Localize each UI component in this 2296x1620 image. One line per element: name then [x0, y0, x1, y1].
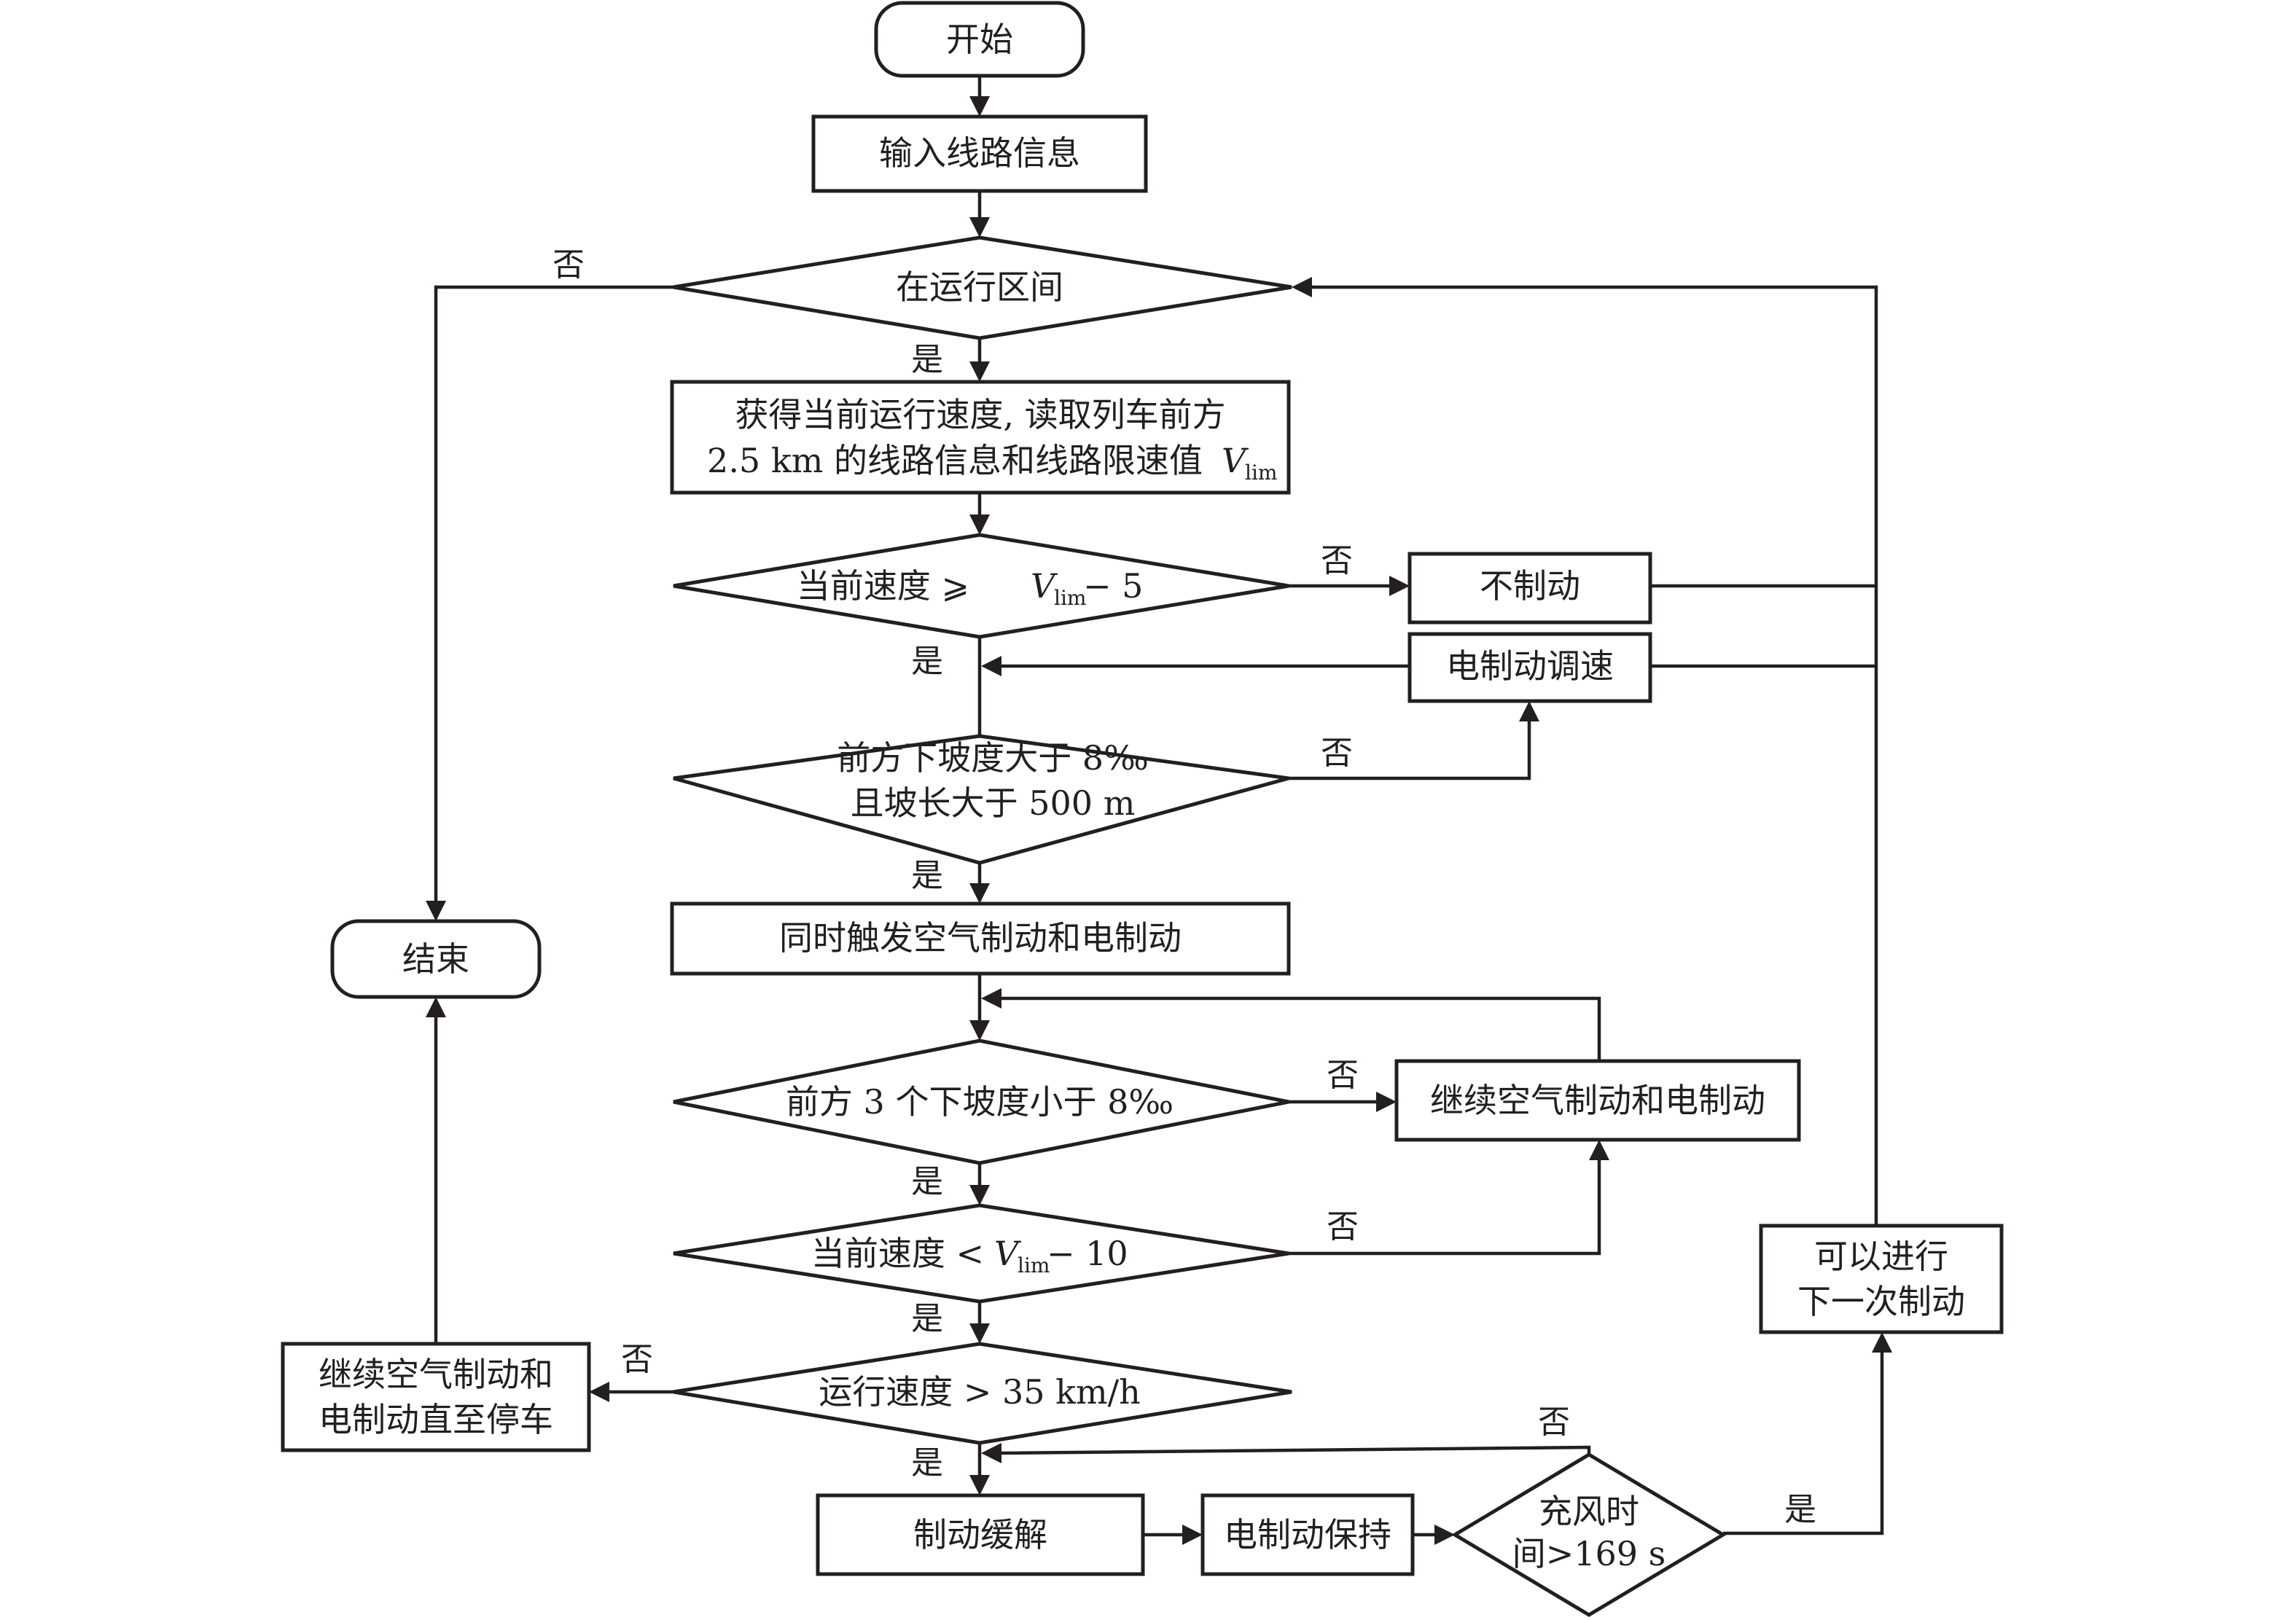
vlim-symbol: V — [1222, 441, 1249, 480]
arrowhead — [426, 997, 446, 1017]
speed-gt35-label: 运行速度 > 35 km/h — [819, 1372, 1141, 1412]
arrowhead — [1872, 1332, 1892, 1353]
arrowhead — [1434, 1525, 1455, 1545]
arrowhead — [969, 217, 990, 238]
charge-time-line2: 间>169 s — [1512, 1534, 1666, 1573]
speed-gt35-decision: 运行速度 > 35 km/h — [673, 1342, 1292, 1445]
slope-decision: 前方下坡度大于 8‰ 且坡长大于 500 m — [673, 734, 1289, 865]
edge-charge-yes — [1723, 1351, 1884, 1535]
edge-charge-no — [999, 1445, 1591, 1455]
next-brake-line1: 可以进行 — [1814, 1237, 1948, 1276]
electric-regulate-node: 电制动调速 — [1407, 632, 1652, 703]
charge-time-decision: 充风时 间>169 s — [1451, 1452, 1727, 1617]
speed-check-prefix: 当前速度 ⩾ — [797, 566, 969, 606]
edge-label-no: 否 — [552, 246, 585, 283]
edge-label-yes: 是 — [911, 643, 943, 680]
continue-until-stop-line2: 电制动直至停车 — [319, 1400, 553, 1439]
continue-air-electric-node: 继续空气制动和电制动 — [1394, 1059, 1801, 1142]
slope-line1: 前方下坡度大于 8‰ — [837, 738, 1149, 778]
in-section-decision: 在运行区间 — [673, 235, 1292, 340]
charge-time-line1: 充风时 — [1539, 1492, 1639, 1531]
trigger-both-label: 同时触发空气制动和电制动 — [779, 918, 1182, 958]
edge-label-yes: 是 — [911, 857, 943, 894]
arrowhead — [969, 1185, 990, 1205]
start-node: 开始 — [874, 1, 1085, 78]
arrowhead — [969, 361, 990, 382]
speed-lt-decision: 当前速度 < V lim − 10 — [673, 1203, 1289, 1304]
arrowhead — [1376, 1092, 1397, 1112]
arrowhead — [969, 514, 990, 535]
end-node: 结束 — [330, 919, 542, 999]
brake-release-node: 制动缓解 — [816, 1493, 1145, 1576]
edge-label-no: 否 — [1321, 542, 1353, 579]
input-route-node: 输入线路信息 — [811, 114, 1148, 193]
edge-continue-loopback — [1000, 996, 1601, 1061]
next3-slope-label: 前方 3 个下坡度小于 8‰ — [786, 1082, 1174, 1122]
vlim-symbol: V — [994, 1234, 1022, 1273]
arrowhead — [1389, 576, 1410, 596]
arrowhead — [1182, 1525, 1203, 1545]
edge-label-yes: 是 — [1784, 1491, 1816, 1528]
next-brake-line2: 下一次制动 — [1797, 1282, 1965, 1321]
vlim-subscript: lim — [1018, 1253, 1050, 1277]
arrowhead — [969, 883, 990, 904]
speed-lt-suffix: − 10 — [1047, 1234, 1128, 1273]
vlim-subscript: lim — [1054, 586, 1086, 610]
electric-hold-label: 电制动保持 — [1224, 1515, 1391, 1554]
edge-label-no: 否 — [1321, 735, 1353, 772]
edge-label-no: 否 — [1327, 1208, 1359, 1245]
electric-hold-node: 电制动保持 — [1200, 1493, 1415, 1576]
arrowhead — [589, 1382, 609, 1402]
continue-until-stop-node: 继续空气制动和 电制动直至停车 — [281, 1342, 591, 1452]
trigger-both-node: 同时触发空气制动和电制动 — [670, 901, 1291, 976]
edge-insection-no — [434, 285, 673, 902]
next3-slope-decision: 前方 3 个下坡度小于 8‰ — [673, 1038, 1289, 1165]
continue-until-stop-line1: 继续空气制动和 — [319, 1355, 553, 1394]
get-speed-line1: 获得当前运行速度, 读取列车前方 — [735, 395, 1225, 434]
arrowhead — [969, 1475, 990, 1495]
edge-speedlt-no — [1289, 1159, 1601, 1256]
edge-label-no: 否 — [1538, 1404, 1570, 1441]
arrowhead — [981, 1443, 1001, 1463]
brake-release-label: 制动缓解 — [913, 1515, 1047, 1554]
vlim-symbol: V — [1031, 566, 1058, 606]
no-brake-label: 不制动 — [1480, 566, 1580, 606]
arrowhead — [1589, 1140, 1609, 1160]
start-label: 开始 — [946, 20, 1013, 59]
input-route-label: 输入线路信息 — [879, 133, 1080, 173]
no-brake-node: 不制动 — [1407, 552, 1652, 625]
electric-regulate-label: 电制动调速 — [1446, 646, 1614, 686]
arrowhead — [1519, 701, 1539, 721]
edge-label-no: 否 — [1327, 1057, 1359, 1094]
speed-lt-prefix: 当前速度 < — [811, 1234, 984, 1273]
speed-check-decision: 当前速度 ⩾ V lim − 5 — [673, 533, 1289, 639]
get-speed-line2: 2.5 km 的线路信息和线路限速值 — [707, 441, 1203, 480]
arrowhead — [426, 901, 446, 921]
continue-air-electric-label: 继续空气制动和电制动 — [1430, 1081, 1765, 1120]
speed-check-suffix: − 5 — [1083, 566, 1143, 606]
slope-line2: 且坡长大于 500 m — [851, 783, 1136, 823]
vlim-subscript: lim — [1245, 461, 1277, 485]
get-speed-node: 获得当前运行速度, 读取列车前方 2.5 km 的线路信息和线路限速值 V li… — [670, 380, 1291, 495]
arrowhead — [969, 96, 990, 117]
arrowhead — [981, 656, 1001, 676]
edge-label-yes: 是 — [911, 341, 943, 378]
arrowhead — [969, 1323, 990, 1344]
next-brake-node: 可以进行 下一次制动 — [1759, 1224, 2004, 1334]
arrowhead — [969, 1020, 990, 1041]
edge-label-yes: 是 — [911, 1300, 943, 1337]
edge-label-yes: 是 — [911, 1444, 943, 1482]
edge-slope-no — [1289, 720, 1531, 780]
end-label: 结束 — [402, 939, 469, 979]
arrowhead — [981, 988, 1001, 1009]
edge-right-loop — [1311, 285, 1878, 1226]
edge-label-yes: 是 — [911, 1163, 943, 1200]
edge-label-no: 否 — [621, 1341, 653, 1378]
in-section-label: 在运行区间 — [896, 267, 1063, 307]
arrowhead — [1292, 277, 1312, 297]
